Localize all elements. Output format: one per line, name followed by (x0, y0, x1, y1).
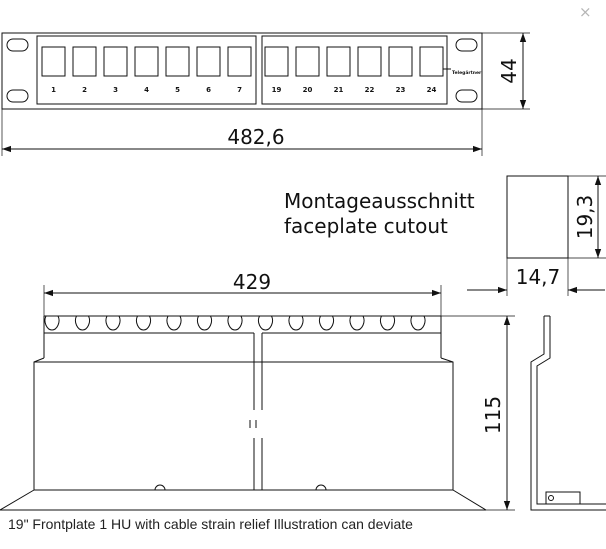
port-left-4 (134, 46, 159, 77)
port-left-7 (227, 46, 252, 77)
port-right-3 (326, 46, 351, 77)
port-number-label: 5 (175, 86, 180, 94)
strain-relief-plate (0, 315, 487, 511)
port-number-label: 19 (272, 86, 282, 94)
front-width-dimension: 482,6 (1, 109, 483, 156)
port-number-label: 23 (396, 86, 406, 94)
front-height-value: 44 (497, 58, 521, 83)
cutout-width-value: 14,7 (516, 265, 561, 289)
telegaertner-logo: Telegärtner (443, 65, 482, 76)
port-number-label: 2 (82, 86, 87, 94)
front-height-dimension: 44 (482, 32, 530, 110)
port-right-2 (295, 46, 320, 77)
cutout-height-value: 19,3 (573, 195, 597, 240)
relief-height-value: 115 (481, 396, 505, 434)
port-right-5 (388, 46, 413, 77)
port-right-1 (264, 46, 289, 77)
port-left-2 (72, 46, 97, 77)
port-left-6 (196, 46, 221, 77)
side-profile (530, 315, 606, 511)
port-number-label: 21 (334, 86, 344, 94)
relief-width-dimension: 429 (43, 270, 442, 318)
port-number-label: 6 (206, 86, 211, 94)
port-right-6 (419, 46, 444, 77)
port-number-label: 1 (51, 86, 56, 94)
port-left-5 (165, 46, 190, 77)
front-width-value: 482,6 (227, 125, 284, 149)
close-icon[interactable]: × (579, 3, 592, 21)
cable-comb-slots (44, 315, 441, 331)
port-left-3 (103, 46, 128, 77)
port-number-label: 4 (144, 86, 149, 94)
port-number-label: 3 (113, 86, 118, 94)
port-left-1 (41, 46, 66, 77)
cutout-title-en: faceplate cutout (284, 214, 448, 238)
port-number-label: 20 (303, 86, 313, 94)
port-right-4 (357, 46, 382, 77)
relief-height-dimension: 115 (441, 315, 515, 511)
port-number-label: 24 (427, 86, 437, 94)
relief-width-value: 429 (233, 270, 271, 294)
brand-label: Telegärtner (452, 70, 482, 76)
cutout-title-de: Montageausschnitt (284, 189, 475, 213)
faceplate-cutout: Montageausschnitt faceplate cutout 19,3 … (284, 175, 606, 296)
port-number-label: 7 (237, 86, 242, 94)
figure-caption: 19" Frontplate 1 HU with cable strain re… (8, 516, 413, 532)
port-number-label: 22 (365, 86, 375, 94)
